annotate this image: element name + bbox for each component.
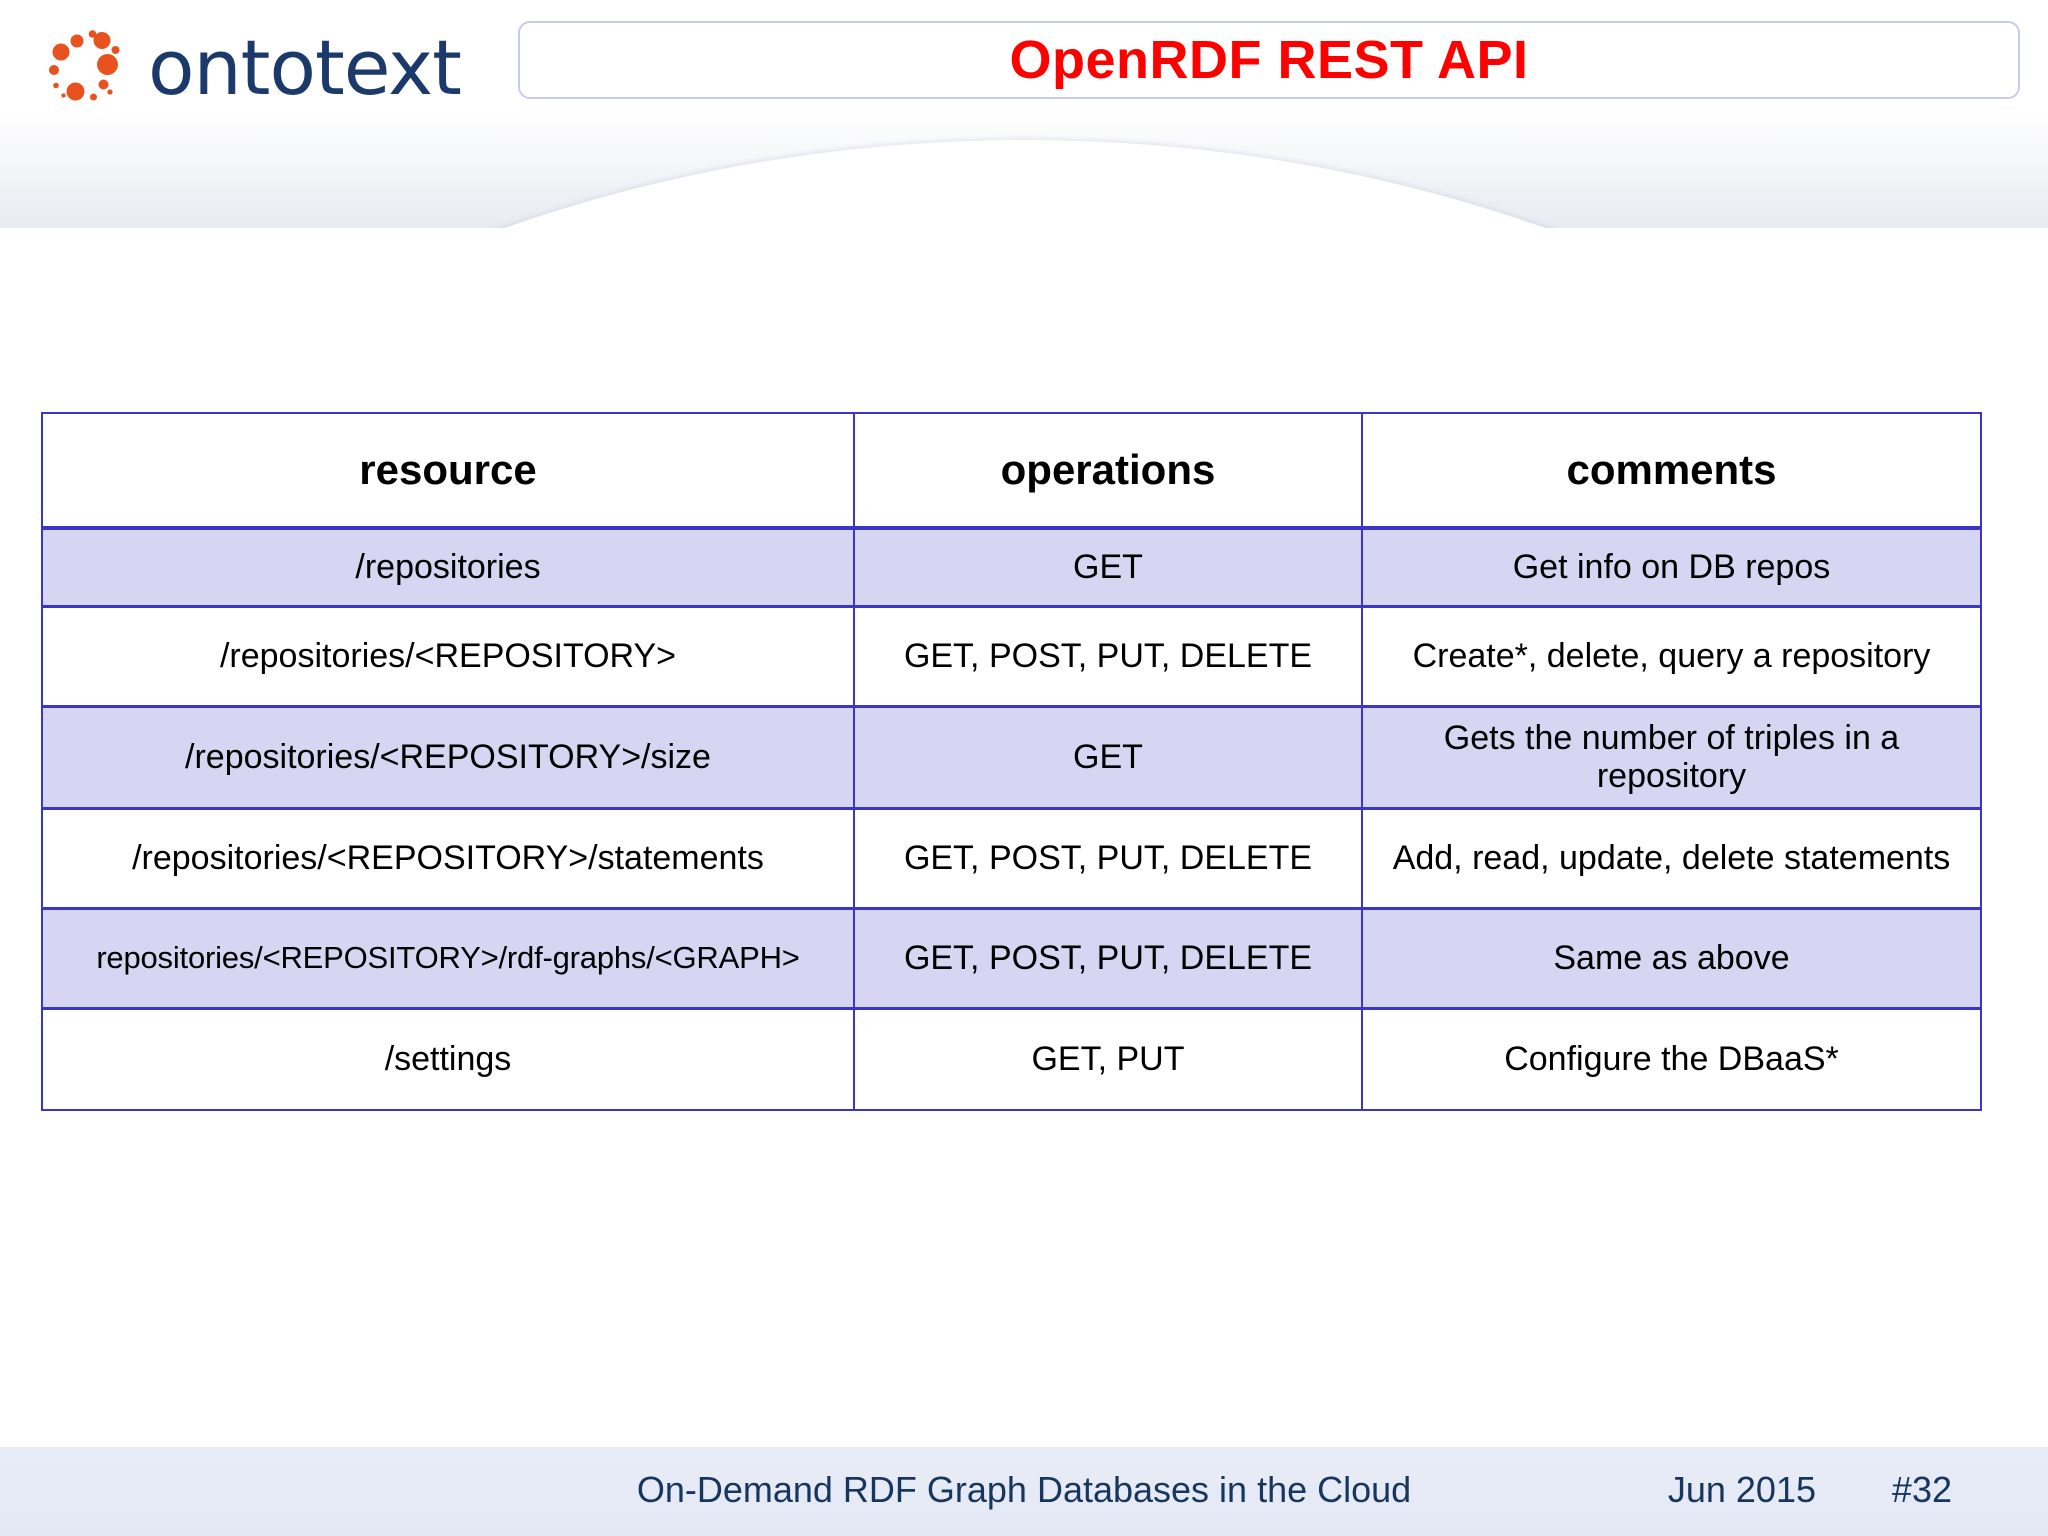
cell-resource: /repositories/<REPOSITORY>/statements — [41, 807, 855, 909]
cell-resource: /repositories/<REPOSITORY>/size — [41, 704, 855, 810]
cell-operations: GET — [853, 526, 1363, 608]
cell-resource: /settings — [41, 1007, 855, 1111]
cell-comments: Gets the number of triples in a reposito… — [1361, 704, 1982, 810]
ontotext-dots-ring-icon — [30, 18, 140, 118]
column-header-comments: comments — [1361, 412, 1982, 530]
table-row: /settings GET, PUT Configure the DBaaS* — [41, 1007, 1982, 1111]
footer-page-number: #32 — [1891, 1469, 1952, 1510]
column-header-resource: resource — [41, 412, 855, 530]
header-arc-decoration — [0, 140, 2048, 228]
cell-operations: GET, POST, PUT, DELETE — [853, 807, 1363, 909]
slide-footer-band: On-Demand RDF Graph Databases in the Clo… — [0, 1447, 2048, 1536]
table-body: /repositories GET Get info on DB repos /… — [41, 526, 1982, 1111]
table-row: /repositories/<REPOSITORY>/statements GE… — [41, 807, 1982, 909]
table-row: /repositories/<REPOSITORY> GET, POST, PU… — [41, 605, 1982, 707]
footer-subtitle: On-Demand RDF Graph Databases in the Clo… — [636, 1469, 1412, 1510]
cell-operations: GET — [853, 704, 1363, 810]
table-header-row: resource operations comments — [41, 412, 1982, 530]
cell-operations: GET, POST, PUT, DELETE — [853, 605, 1363, 707]
rest-api-table: resource operations comments /repositori… — [41, 412, 1982, 1111]
table-row: /repositories/<REPOSITORY>/size GET Gets… — [41, 704, 1982, 810]
cell-operations: GET, POST, PUT, DELETE — [853, 906, 1363, 1010]
table-row: /repositories GET Get info on DB repos — [41, 526, 1982, 608]
table-header: resource operations comments — [41, 412, 1982, 530]
footer-date: Jun 2015 — [1667, 1469, 1816, 1510]
table-row: repositories/<REPOSITORY>/rdf-graphs/<GR… — [41, 906, 1982, 1010]
cell-resource: /repositories/<REPOSITORY> — [41, 605, 855, 707]
cell-comments: Get info on DB repos — [1361, 526, 1982, 608]
cell-resource: /repositories — [41, 526, 855, 608]
cell-resource: repositories/<REPOSITORY>/rdf-graphs/<GR… — [41, 906, 855, 1010]
cell-comments: Create*, delete, query a repository — [1361, 605, 1982, 707]
brand-wordmark: ontotext — [148, 23, 462, 112]
cell-comments: Add, read, update, delete statements — [1361, 807, 1982, 909]
cell-operations: GET, PUT — [853, 1007, 1363, 1111]
brand-logo: ontotext — [30, 18, 462, 118]
cell-comments: Configure the DBaaS* — [1361, 1007, 1982, 1111]
column-header-operations: operations — [853, 412, 1363, 530]
cell-comments: Same as above — [1361, 906, 1982, 1010]
slide-title-box: OpenRDF REST API — [518, 21, 2020, 99]
page-title: OpenRDF REST API — [1009, 30, 1529, 90]
